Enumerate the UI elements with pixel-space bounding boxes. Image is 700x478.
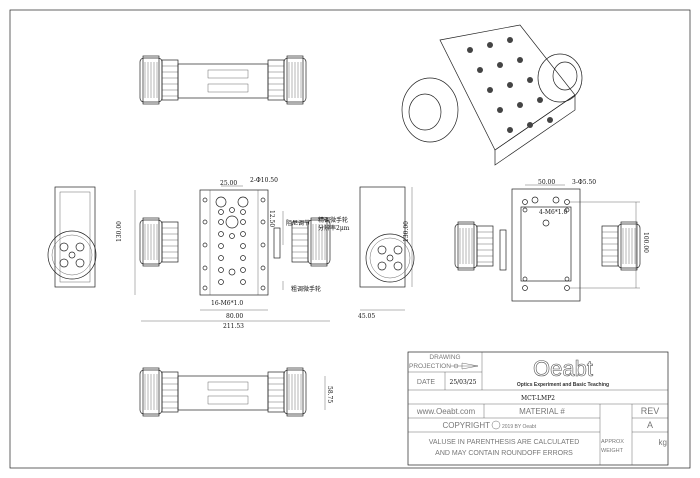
projection-label: PROJECTION (409, 363, 451, 370)
logo-tagline: Optics Experiment and Basic Teaching (517, 382, 609, 388)
weight-label-approx: APPROX (601, 439, 624, 445)
sheet-border (9, 9, 691, 469)
weight-label-weight: WEIGHT (601, 448, 624, 454)
dim-rear-holes: 3-Φ5.50 (572, 179, 596, 186)
bottom-view (139, 367, 326, 417)
dim-bottom-height: 58.75 (326, 386, 333, 403)
dim-overall-length: 211.53 (223, 323, 244, 330)
top-view (139, 55, 307, 105)
dim-side-height: 130.00 (403, 221, 410, 242)
website: www.Oeabt.com (416, 407, 476, 416)
dim-thread-holes: 16-M6*1.0 (211, 300, 243, 307)
dim-hole-spacing: 25.00 (220, 180, 237, 187)
rev-value: A (647, 420, 653, 430)
material-label: MATERIAL # (519, 407, 565, 416)
part-number: MCT-LMP2 (521, 395, 555, 402)
company-logo: Oeabt (533, 356, 593, 381)
rev-label: REV (641, 406, 660, 416)
projection-symbol-icon (453, 363, 459, 369)
date-label: DATE (417, 379, 435, 386)
label-damping: 阻尼调节 (286, 219, 310, 227)
label-fine-knob: 精调微手轮 (318, 216, 348, 224)
title-block (407, 351, 669, 466)
dim-counterbore: 2-Φ10.50 (250, 177, 278, 184)
dim-edge-offset: 12.50 (268, 210, 275, 227)
dim-side-width: 45.05 (358, 313, 375, 320)
copyright-icon (491, 420, 501, 430)
front-view (134, 185, 331, 322)
dim-rear-threads: 4-M6*1.0 (539, 209, 568, 216)
label-coarse-knob: 粗调微手轮 (291, 285, 321, 293)
dim-body-width: 80.00 (226, 313, 243, 320)
label-resolution: 分辨率2μm (318, 224, 350, 232)
right-side-view (359, 186, 415, 311)
isometric-view (401, 24, 583, 166)
drawing-label: DRAWING (429, 354, 460, 361)
date-value: 25/03/25 (450, 379, 477, 386)
note-line-2: AND MAY CONTAIN ROUNDOFF ERRORS (435, 450, 573, 457)
left-side-view (47, 186, 97, 288)
copyright-year: 2019 BY Oeabt (502, 424, 537, 430)
note-line-1: VALUSE IN PARENTHESIS ARE CALCULATED (429, 439, 580, 446)
dim-height: 130.00 (116, 221, 123, 242)
copyright-label: COPYRIGHT (442, 421, 490, 430)
dim-rear-hole-spacing: 50.00 (538, 179, 555, 186)
dim-rear-height: 100.00 (642, 232, 649, 253)
rear-view (454, 184, 641, 302)
weight-unit: kg (659, 438, 667, 447)
